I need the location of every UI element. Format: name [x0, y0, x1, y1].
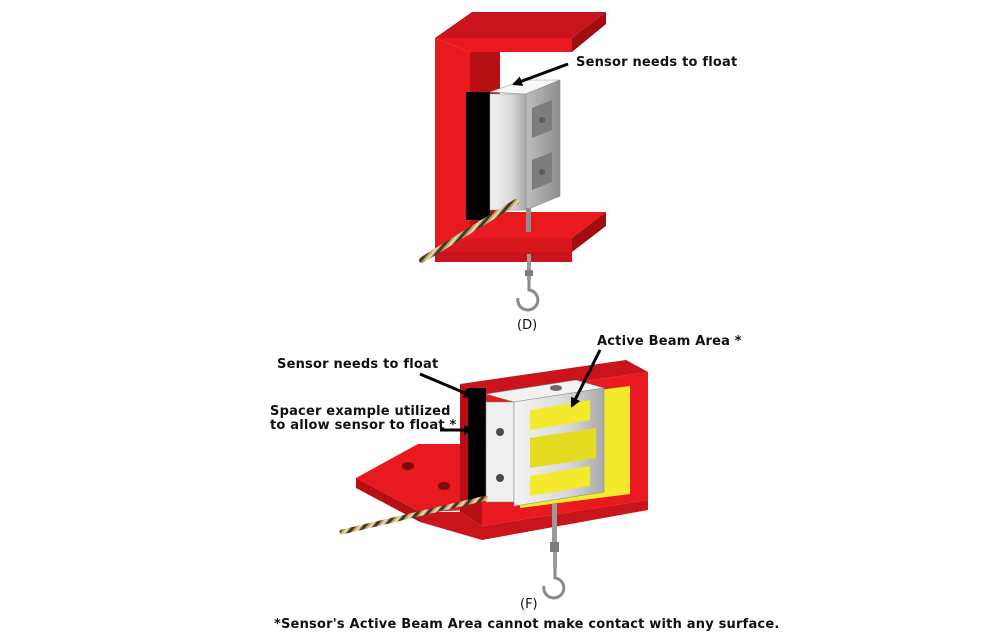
footnote: *Sensor's Active Beam Area cannot make c… — [274, 617, 780, 632]
sensor-d — [489, 79, 561, 211]
spacer-d — [466, 92, 490, 220]
callout-float-d: Sensor needs to float — [576, 55, 738, 70]
l-bracket-base — [356, 444, 472, 522]
cable-icon — [419, 199, 519, 263]
hook-icon — [542, 504, 566, 600]
callout-float-f: Sensor needs to float — [277, 357, 439, 372]
figure-f-drawing — [339, 349, 648, 600]
arrow-icon — [512, 62, 569, 86]
callout-beam: Active Beam Area * — [597, 334, 742, 349]
callout-spacer-line2: to allow sensor to float * — [270, 418, 457, 433]
arrow-icon — [570, 349, 602, 408]
spacer-f — [468, 388, 486, 500]
hook-icon — [516, 208, 540, 312]
caption-d: (D) — [517, 318, 538, 333]
figure-d-drawing — [419, 12, 606, 312]
caption-f: (F) — [520, 597, 538, 612]
cable-icon — [339, 495, 489, 535]
sensor-f — [485, 379, 605, 507]
arrow-icon — [419, 372, 474, 398]
callout-spacer-line1: Spacer example utilized — [270, 404, 451, 419]
